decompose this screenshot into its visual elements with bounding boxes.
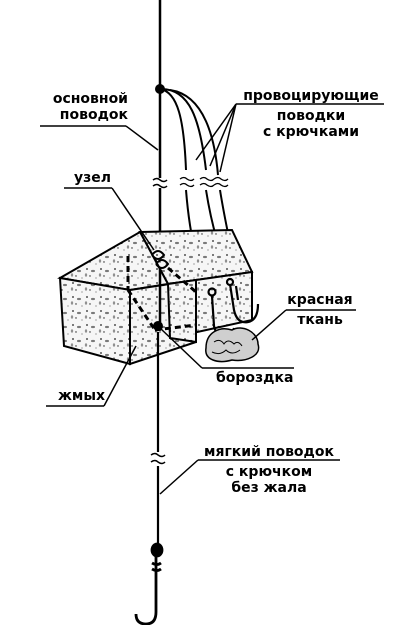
callout-lines	[40, 103, 384, 495]
break-mark	[152, 177, 168, 189]
label-knot: узел	[74, 170, 112, 186]
groove-lines	[126, 256, 197, 332]
break-mark	[150, 452, 166, 465]
break-mark	[179, 176, 229, 188]
cake-block	[57, 228, 254, 366]
blunt-hook	[134, 542, 164, 625]
label-main-leader: основной поводок	[52, 91, 128, 123]
label-provoking-leaders: провоцирующие поводки с крючками	[243, 88, 379, 140]
label-red-cloth: красная ткань	[287, 292, 353, 328]
red-cloth	[205, 327, 260, 363]
label-soft-leader: мягкий поводок с крючком без жала	[204, 444, 334, 496]
label-cake: жмых	[58, 388, 106, 404]
label-groove: бороздка	[216, 370, 294, 386]
knot	[151, 250, 170, 269]
